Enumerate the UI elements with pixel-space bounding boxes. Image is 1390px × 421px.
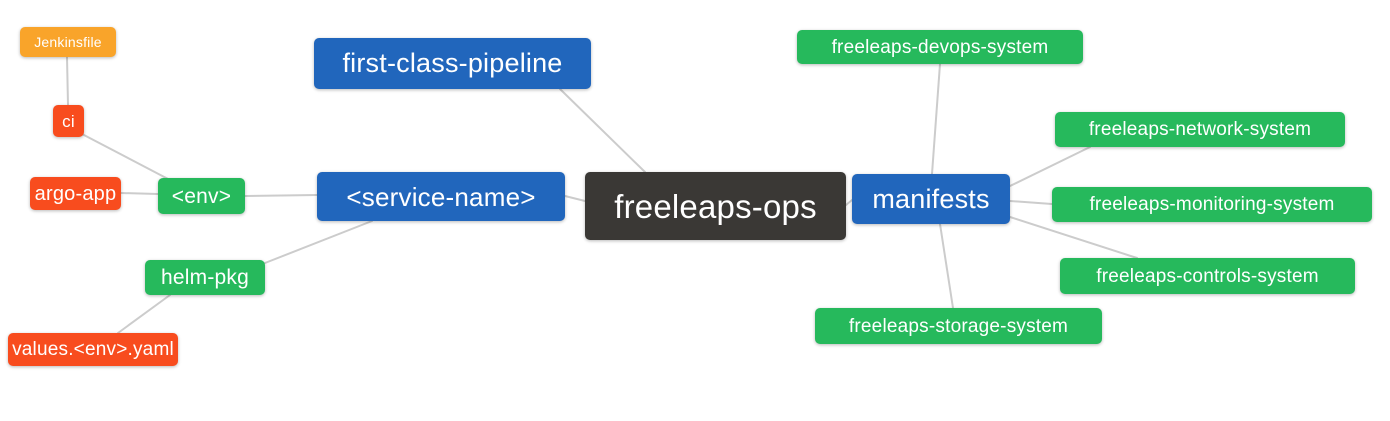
node-label: freeleaps-ops	[614, 187, 817, 225]
node-label: first-class-pipeline	[342, 48, 563, 78]
node-helm-pkg[interactable]: helm-pkg	[145, 260, 265, 295]
edge-ci-to-env	[81, 133, 171, 181]
node-label: <service-name>	[346, 181, 536, 212]
node-freeleaps-controls-system[interactable]: freeleaps-controls-system	[1060, 258, 1355, 294]
node-label: helm-pkg	[161, 266, 249, 289]
edge-manifests-to-freeleaps-devops-system	[931, 63, 941, 175]
node-freeleaps-monitoring-system[interactable]: freeleaps-monitoring-system	[1052, 187, 1372, 222]
node-label: Jenkinsfile	[34, 34, 102, 50]
node-freeleaps-ops[interactable]: freeleaps-ops	[585, 172, 846, 240]
node-first-class-pipeline[interactable]: first-class-pipeline	[314, 38, 591, 89]
edge-helm-pkg-to-values-env-yaml	[117, 294, 171, 334]
edge-manifests-to-freeleaps-network-system	[1009, 146, 1091, 187]
node-label: freeleaps-devops-system	[831, 36, 1049, 58]
node-label: values.<env>.yaml	[12, 339, 174, 360]
edge-first-class-pipeline-to-freeleaps-ops	[559, 88, 646, 173]
node-env[interactable]: <env>	[158, 178, 245, 214]
edge-service-name-to-freeleaps-ops	[564, 195, 586, 202]
node-label: argo-app	[34, 182, 117, 205]
edge-helm-pkg-to-service-name	[264, 220, 373, 264]
node-label: ci	[62, 111, 75, 131]
node-jenkinsfile[interactable]: Jenkinsfile	[20, 27, 116, 57]
node-label: freeleaps-storage-system	[848, 315, 1069, 337]
node-label: manifests	[872, 183, 990, 214]
edge-jenkinsfile-to-ci	[66, 56, 69, 106]
edge-freeleaps-ops-to-manifests	[845, 199, 853, 206]
node-argo-app[interactable]: argo-app	[30, 177, 121, 210]
edge-manifests-to-freeleaps-storage-system	[939, 223, 954, 309]
node-label: freeleaps-monitoring-system	[1089, 194, 1335, 215]
node-label: freeleaps-controls-system	[1096, 265, 1319, 287]
node-service-name[interactable]: <service-name>	[317, 172, 565, 221]
node-ci[interactable]: ci	[53, 105, 84, 137]
node-freeleaps-storage-system[interactable]: freeleaps-storage-system	[815, 308, 1102, 344]
node-manifests[interactable]: manifests	[852, 174, 1010, 224]
edge-argo-app-to-env	[120, 192, 159, 195]
edge-manifests-to-freeleaps-monitoring-system	[1009, 200, 1053, 205]
node-label: freeleaps-network-system	[1088, 119, 1312, 140]
node-freeleaps-network-system[interactable]: freeleaps-network-system	[1055, 112, 1345, 147]
edge-manifests-to-freeleaps-controls-system	[1009, 216, 1138, 259]
node-freeleaps-devops-system[interactable]: freeleaps-devops-system	[797, 30, 1083, 64]
node-values-env-yaml[interactable]: values.<env>.yaml	[8, 333, 178, 366]
edge-env-to-service-name	[244, 194, 318, 197]
node-label: <env>	[171, 184, 232, 208]
